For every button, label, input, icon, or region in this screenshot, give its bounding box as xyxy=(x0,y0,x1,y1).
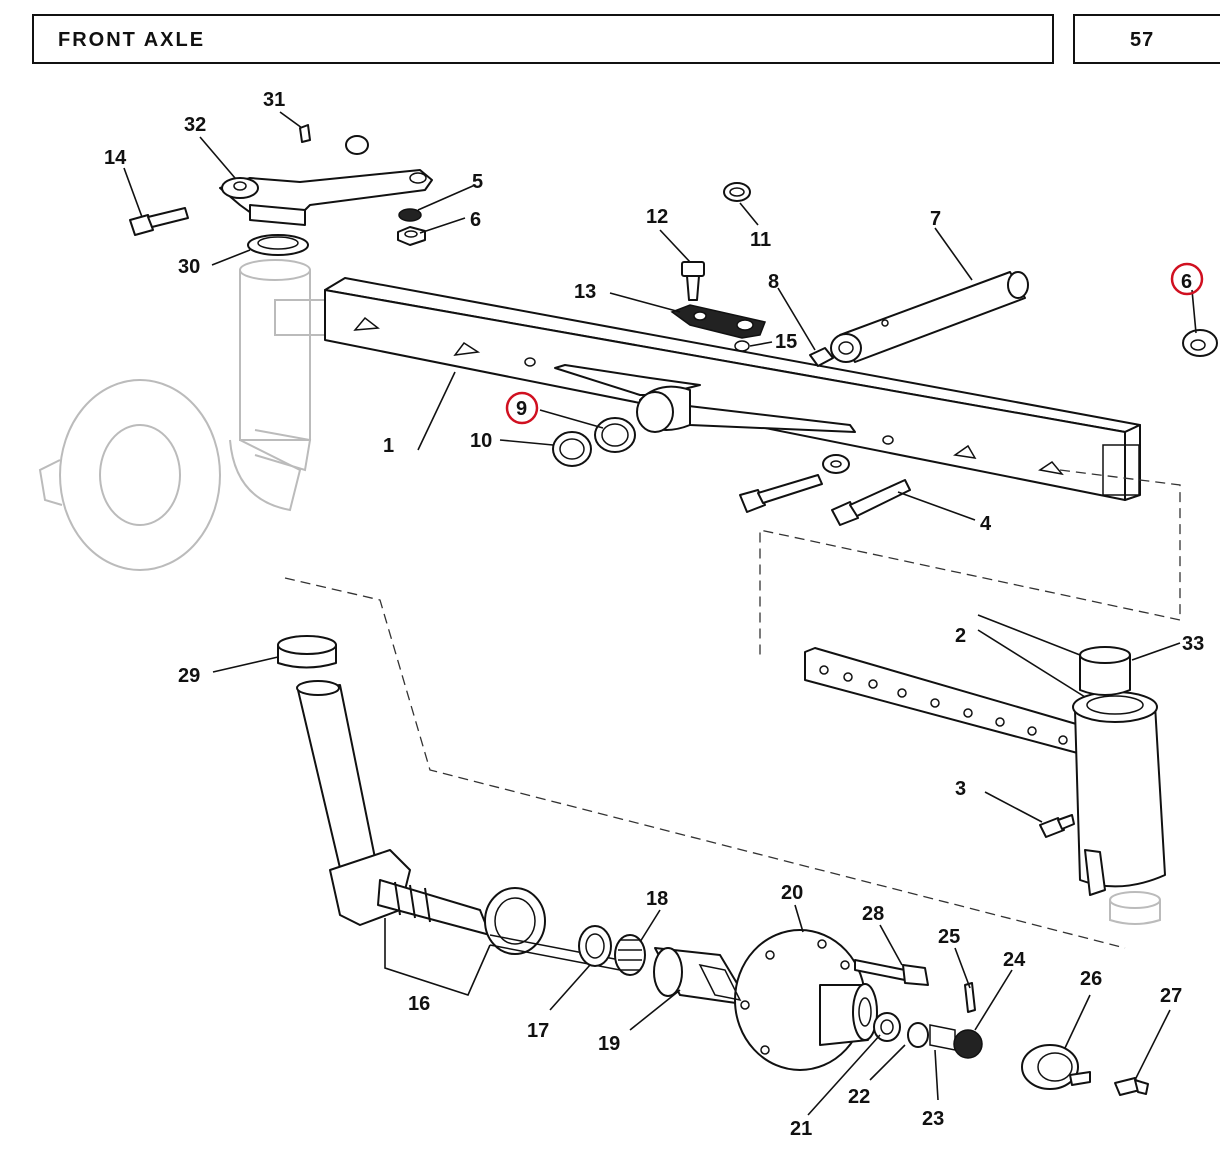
callout-17: 17 xyxy=(527,1020,549,1042)
callout-8: 8 xyxy=(768,271,779,293)
callout-22: 22 xyxy=(848,1086,870,1108)
callout-12: 12 xyxy=(646,206,668,228)
thrust-washers xyxy=(552,417,636,467)
callout-27: 27 xyxy=(1160,985,1182,1007)
cotter-pin-25 xyxy=(964,982,976,1013)
pivot-bracket xyxy=(554,364,856,433)
callout-19: 19 xyxy=(598,1033,620,1055)
axle-extension xyxy=(804,647,1091,756)
bolt-12 xyxy=(681,261,705,301)
lock-plate xyxy=(670,304,767,339)
washer-5 xyxy=(398,208,422,222)
bearing-22 xyxy=(873,1012,901,1042)
highlight-circle-9 xyxy=(505,391,539,425)
washer-11 xyxy=(723,182,751,202)
pivot-pin xyxy=(830,271,1029,363)
steering-knuckle xyxy=(296,680,491,936)
highlight-circle-6 xyxy=(1170,262,1204,296)
bearing-17 xyxy=(578,925,612,967)
grease-nipple-3 xyxy=(1039,814,1075,838)
header-page-box: 57 xyxy=(1073,14,1220,64)
axle-beam xyxy=(324,277,1141,501)
callout-32: 32 xyxy=(184,114,206,136)
explode-line-left xyxy=(284,577,1126,949)
callout-15: 15 xyxy=(775,331,797,353)
callout-5: 5 xyxy=(472,171,483,193)
callout-7: 7 xyxy=(930,208,941,230)
callout-30: 30 xyxy=(178,256,200,278)
callout-2: 2 xyxy=(955,625,966,647)
bearing-18 xyxy=(614,934,646,976)
bolt-8 xyxy=(809,347,834,367)
washer-15 xyxy=(734,340,750,352)
callout-3: 3 xyxy=(955,778,966,800)
callout-9-highlighted: 9 xyxy=(516,398,527,420)
callout-18: 18 xyxy=(646,888,668,910)
washer-23 xyxy=(907,1022,956,1051)
callout-13: 13 xyxy=(574,281,596,303)
wheel-hub xyxy=(698,929,878,1071)
bush-33 xyxy=(1079,646,1131,696)
ghost-bush-lower xyxy=(1109,891,1161,925)
callout-6-highlighted: 6 xyxy=(1181,271,1192,293)
grease-nipple-27 xyxy=(1114,1077,1149,1096)
wheel-bolt-28 xyxy=(854,959,929,986)
ring-30 xyxy=(247,234,309,256)
hub-cap-26 xyxy=(1021,1044,1091,1090)
bush-31 xyxy=(345,135,369,155)
kingpin-housing xyxy=(1072,691,1166,896)
callout-31: 31 xyxy=(263,89,285,111)
ghost-left-spindle-hub xyxy=(38,259,331,571)
leader-lines xyxy=(123,111,1197,1116)
callout-14: 14 xyxy=(104,147,127,169)
callout-6: 6 xyxy=(470,209,481,231)
callout-21: 21 xyxy=(790,1118,812,1140)
nut-6-left xyxy=(397,226,426,246)
callout-4: 4 xyxy=(980,513,992,535)
cotter-pin-31 xyxy=(299,124,311,143)
callout-labels: 1 2 3 4 5 6 6 7 8 9 10 11 12 13 14 15 16… xyxy=(104,89,1204,1140)
steering-arm xyxy=(219,169,433,226)
callout-26: 26 xyxy=(1080,968,1102,990)
explode-line-right xyxy=(759,469,1181,660)
bolt-14 xyxy=(129,207,189,236)
callout-1: 1 xyxy=(383,435,394,457)
header-title-box: FRONT AXLE xyxy=(32,14,1054,64)
callout-33: 33 xyxy=(1182,633,1204,655)
callout-10: 10 xyxy=(470,430,492,452)
castle-nut-24 xyxy=(953,1029,983,1059)
callout-16: 16 xyxy=(408,993,430,1015)
page-title: FRONT AXLE xyxy=(58,29,206,51)
page-number: 57 xyxy=(1130,29,1155,51)
ring-29 xyxy=(277,635,337,669)
callout-23: 23 xyxy=(922,1108,944,1130)
callout-11: 11 xyxy=(750,229,771,251)
callout-24: 24 xyxy=(1003,949,1026,971)
callout-20: 20 xyxy=(781,882,803,904)
callout-25: 25 xyxy=(938,926,960,948)
bolts-4 xyxy=(739,454,911,526)
callout-29: 29 xyxy=(178,665,200,687)
nut-6-right xyxy=(1182,329,1218,357)
callout-28: 28 xyxy=(862,903,884,925)
